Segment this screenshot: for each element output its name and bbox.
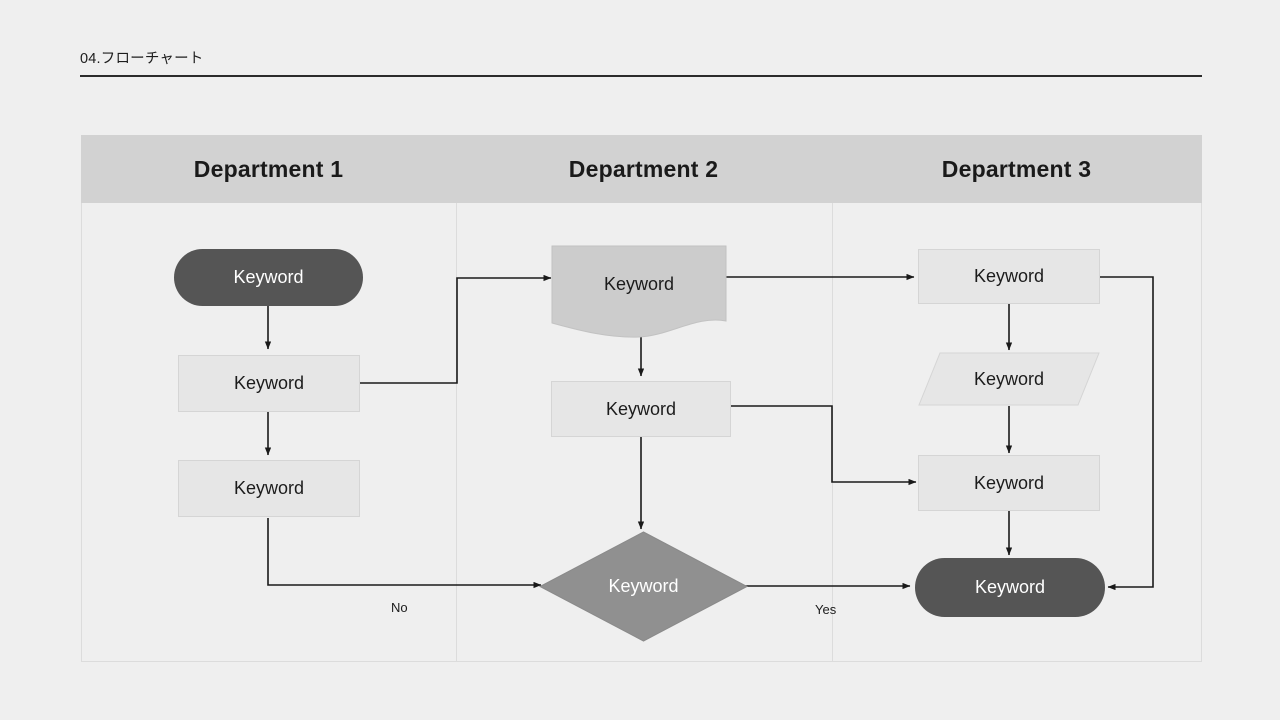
node-label: Keyword — [233, 373, 305, 393]
title-divider — [80, 75, 1202, 77]
node-d1-process1[interactable]: Keyword — [178, 355, 360, 412]
node-label: Keyword — [603, 273, 675, 294]
node-label: Keyword — [973, 266, 1045, 286]
node-d3-process1[interactable]: Keyword — [918, 249, 1100, 304]
node-label: Keyword — [233, 267, 304, 287]
swimlane-header-row: Department 1 Department 2 Department 3 — [81, 135, 1202, 203]
lane-header-department-2: Department 2 — [568, 155, 719, 182]
node-label: Keyword — [608, 576, 679, 596]
node-d1-process2[interactable]: Keyword — [178, 460, 360, 517]
node-label: Keyword — [973, 368, 1045, 389]
node-d2-document-shape[interactable] — [551, 245, 727, 343]
node-d3-process2[interactable]: Keyword — [918, 455, 1100, 511]
lane-divider-1 — [456, 203, 457, 662]
edge-label-no: No — [391, 600, 408, 615]
node-label: Keyword — [974, 577, 1046, 597]
node-label: Keyword — [233, 478, 305, 498]
node-d1-start[interactable]: Keyword — [174, 249, 363, 306]
node-label: Keyword — [605, 398, 677, 419]
node-d3-data[interactable]: Keyword — [918, 352, 1100, 406]
lane-header-department-1: Department 1 — [193, 155, 344, 182]
node-d2-process1[interactable]: Keyword — [551, 381, 731, 437]
page-title: 04.フローチャート — [80, 51, 204, 67]
node-d3-data-shape[interactable] — [918, 352, 1100, 406]
node-d2-decision[interactable]: Keyword — [539, 531, 748, 642]
node-d3-end[interactable]: Keyword — [915, 558, 1105, 617]
node-d2-decision-shape[interactable] — [538, 531, 749, 642]
lane-divider-2 — [832, 203, 833, 662]
node-d2-document[interactable]: Keyword — [551, 245, 727, 323]
lane-header-department-3: Department 3 — [941, 155, 1092, 182]
node-label: Keyword — [973, 472, 1045, 493]
edge-label-yes: Yes — [815, 602, 837, 617]
